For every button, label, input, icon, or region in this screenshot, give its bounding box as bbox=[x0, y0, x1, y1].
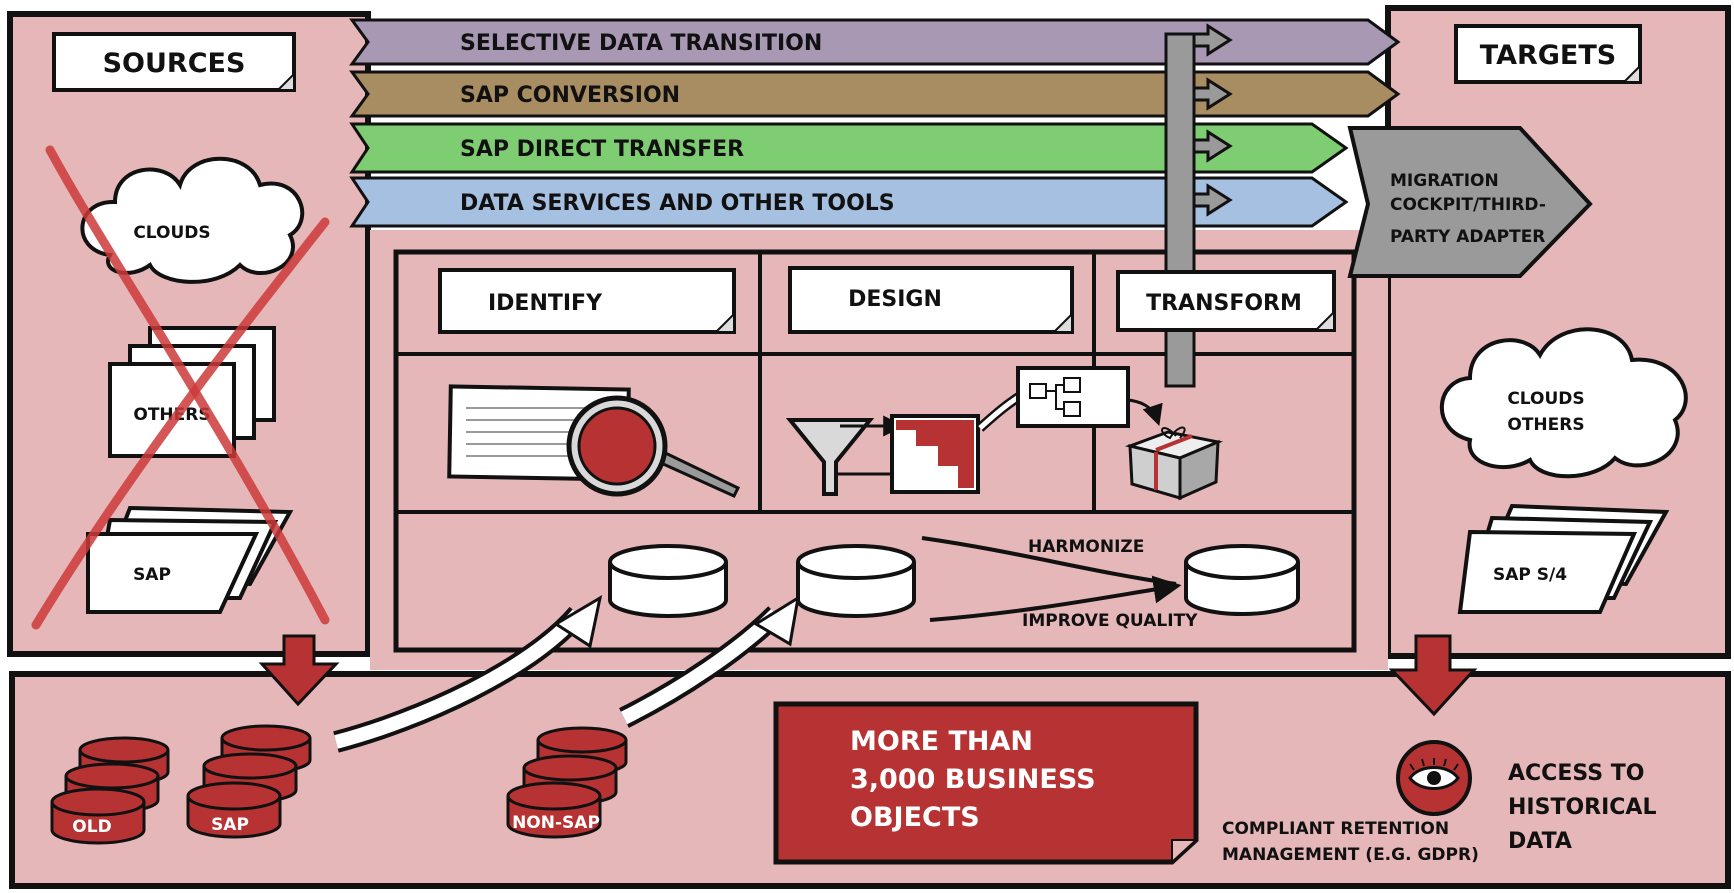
database-stack-nonsap: NON-SAP bbox=[506, 726, 628, 839]
eye-icon bbox=[1396, 740, 1472, 816]
sources-clouds-icon: CLOUDS bbox=[80, 156, 305, 284]
gift-box-icon bbox=[1124, 426, 1224, 501]
cylinder-2 bbox=[796, 544, 916, 618]
retention-text: COMPLIANT RETENTION MANAGEMENT (E.G. GDP… bbox=[1222, 819, 1479, 865]
historical-line-1: ACCESS TO bbox=[1508, 761, 1644, 786]
retention-line-2: MANAGEMENT (E.G. GDPR) bbox=[1222, 845, 1479, 865]
adapter-line-1: MIGRATION bbox=[1390, 171, 1499, 191]
cylinder-3 bbox=[1184, 544, 1300, 616]
harmonize-label: HARMONIZE bbox=[1028, 537, 1144, 557]
harmonize-arrows: HARMONIZE IMPROVE QUALITY bbox=[921, 536, 1198, 631]
database-stack-sap: SAP bbox=[186, 724, 312, 839]
arrow-sap-direct-transfer: SAP DIRECT TRANSFER bbox=[349, 122, 1349, 174]
phase-design: DESIGN bbox=[788, 266, 1074, 334]
phase-design-label: DESIGN bbox=[848, 287, 942, 312]
business-objects-box: MORE THAN 3,000 BUSINESS OBJECTS bbox=[773, 701, 1199, 865]
targets-clouds-icon: CLOUDS OTHERS bbox=[1439, 327, 1688, 479]
phase-transform-label: TRANSFORM bbox=[1146, 291, 1302, 316]
phase-identify: IDENTIFY bbox=[438, 268, 736, 334]
sources-sap-label: SAP bbox=[133, 565, 171, 585]
diagram-box-icon bbox=[976, 366, 1163, 432]
phase-transform: TRANSFORM bbox=[1116, 270, 1336, 332]
database-nonsap-label: NON-SAP bbox=[512, 813, 600, 833]
arrow-sap-direct-transfer-label: SAP DIRECT TRANSFER bbox=[460, 137, 744, 162]
targets-sap-s4-icon: SAP S/4 bbox=[1457, 503, 1670, 614]
phase-identify-label: IDENTIFY bbox=[488, 291, 603, 316]
targets-others-label: OTHERS bbox=[1507, 415, 1584, 435]
database-sap-label: SAP bbox=[211, 815, 249, 835]
sources-cross-mark bbox=[31, 145, 330, 630]
business-objects-line-3: OBJECTS bbox=[850, 802, 980, 833]
retention-line-1: COMPLIANT RETENTION bbox=[1222, 819, 1449, 839]
historical-line-2: HISTORICAL bbox=[1508, 795, 1656, 820]
historical-text: ACCESS TO HISTORICAL DATA bbox=[1508, 761, 1656, 854]
sources-sap-icon: SAP bbox=[86, 505, 294, 614]
curved-arrow-nonsap bbox=[619, 594, 801, 728]
database-old-label: OLD bbox=[72, 817, 111, 837]
database-stack-old: OLD bbox=[50, 736, 170, 845]
arrow-selective-data-transition: SELECTIVE DATA TRANSITION bbox=[349, 18, 1401, 66]
arrow-data-services-label: DATA SERVICES AND OTHER TOOLS bbox=[460, 191, 895, 216]
arrow-sap-conversion: SAP CONVERSION bbox=[349, 70, 1401, 118]
targets-sap-s4-label: SAP S/4 bbox=[1493, 565, 1567, 585]
sources-title: SOURCES bbox=[103, 48, 246, 79]
arrow-data-services: DATA SERVICES AND OTHER TOOLS bbox=[349, 176, 1349, 228]
magnifier-icon bbox=[447, 384, 741, 498]
migration-adapter: MIGRATION COCKPIT/THIRD- PARTY ADAPTER bbox=[1347, 126, 1593, 278]
sources-title-box: SOURCES bbox=[52, 32, 296, 92]
cylinder-1 bbox=[608, 544, 728, 618]
arrow-selective-data-transition-label: SELECTIVE DATA TRANSITION bbox=[460, 31, 822, 56]
sources-down-arrow bbox=[258, 634, 340, 707]
business-objects-line-1: MORE THAN bbox=[850, 726, 1033, 757]
targets-title-box: TARGETS bbox=[1454, 24, 1642, 84]
curved-arrow-sap bbox=[333, 594, 603, 753]
targets-clouds-label: CLOUDS bbox=[1507, 389, 1584, 409]
targets-title: TARGETS bbox=[1480, 40, 1616, 71]
adapter-line-3: PARTY ADAPTER bbox=[1390, 227, 1545, 247]
chart-icon bbox=[890, 414, 980, 494]
improve-quality-label: IMPROVE QUALITY bbox=[1022, 611, 1198, 631]
targets-down-arrow bbox=[1388, 634, 1478, 717]
arrow-sap-conversion-label: SAP CONVERSION bbox=[460, 83, 680, 108]
business-objects-line-2: 3,000 BUSINESS bbox=[850, 764, 1096, 795]
historical-line-3: DATA bbox=[1508, 829, 1572, 854]
adapter-line-2: COCKPIT/THIRD- bbox=[1390, 195, 1546, 215]
sources-clouds-label: CLOUDS bbox=[133, 223, 210, 243]
